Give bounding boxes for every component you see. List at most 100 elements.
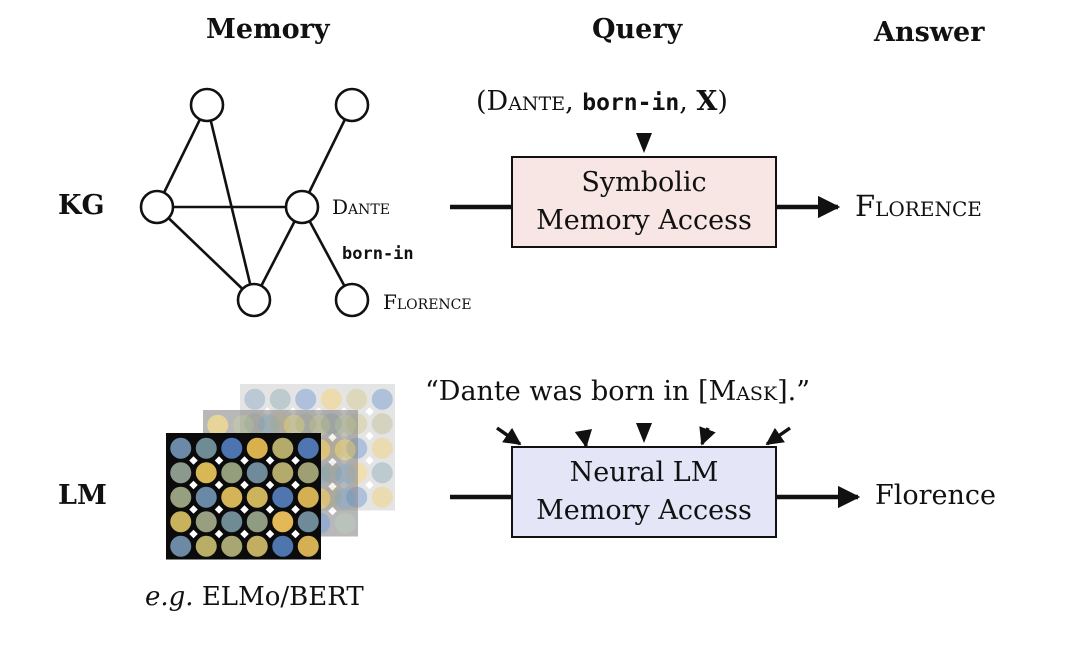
- triple-relation: born-in: [582, 90, 680, 116]
- caption-models: ELMo/BERT: [193, 582, 364, 612]
- kg-label-dante: Dante: [332, 195, 390, 219]
- matrix-cell: [170, 535, 192, 557]
- matrix-cell: [295, 388, 317, 410]
- kg-edge: [155, 104, 209, 208]
- matrix-cell: [272, 535, 294, 557]
- matrix-cell: [371, 388, 393, 410]
- matrix-cell: [272, 486, 294, 508]
- kg-edge: [252, 206, 304, 301]
- matrix-cell: [232, 414, 254, 436]
- triple-object: X: [696, 86, 718, 117]
- matrix-cell: [170, 511, 192, 533]
- row-label-lm: LM: [58, 480, 107, 511]
- matrix-cell: [221, 437, 243, 459]
- matrix-background: [166, 433, 321, 560]
- lm-answer: Florence: [875, 480, 996, 511]
- triple-sep: ,: [679, 86, 697, 117]
- matrix-gap: [365, 456, 374, 465]
- kg-node: [236, 282, 272, 318]
- box-line2: Memory Access: [536, 495, 752, 526]
- matrix-gap: [265, 529, 275, 539]
- matrix-gap: [265, 480, 275, 490]
- kg-query-triple: (Dante, born-in, X): [476, 86, 728, 117]
- lm-query-mask: Mask: [708, 376, 778, 407]
- matrix-cell: [297, 511, 319, 533]
- matrix-gap: [291, 505, 300, 514]
- matrix-cell: [269, 388, 291, 410]
- kg-query-arrowhead: [636, 133, 652, 153]
- matrix-cell: [195, 437, 217, 459]
- kg-node-dante: [284, 189, 320, 225]
- kg-graph: [139, 87, 370, 318]
- matrix-cell: [246, 486, 268, 508]
- matrix-gap: [240, 456, 249, 465]
- matrix-cell: [195, 486, 217, 508]
- matrix-cell: [346, 388, 368, 410]
- kg-node-florence: [334, 282, 370, 318]
- header-query: Query: [592, 14, 683, 45]
- kg-node: [334, 87, 370, 123]
- matrix-cell: [334, 414, 356, 436]
- matrix-gap: [214, 480, 224, 490]
- matrix-cell: [246, 511, 268, 533]
- matrix-gap: [189, 480, 198, 490]
- triple-subject: Dante: [486, 86, 566, 117]
- kg-node: [139, 189, 175, 225]
- matrix-gap: [240, 480, 249, 490]
- matrix-cell: [207, 414, 229, 436]
- matrix-cell: [334, 488, 356, 510]
- matrix-cell: [258, 414, 280, 436]
- symbolic-memory-access-box: Symbolic Memory Access: [511, 156, 777, 248]
- matrix-gap: [328, 433, 337, 442]
- box-line1: Neural LM: [569, 457, 719, 488]
- matrix-cell: [320, 388, 342, 410]
- triple-open: (: [476, 86, 487, 117]
- matrix-cell: [246, 437, 268, 459]
- lm-matrix-stack: [166, 384, 395, 560]
- matrix-cell: [272, 462, 294, 484]
- matrix-cell: [195, 462, 217, 484]
- matrix-cell: [246, 535, 268, 557]
- matrix-gap: [365, 480, 374, 490]
- matrix-cell: [334, 463, 356, 485]
- matrix-gap: [365, 407, 374, 416]
- matrix-gap: [328, 482, 337, 491]
- kg-edge-born-in: [300, 206, 354, 301]
- matrix-cell: [371, 462, 393, 484]
- matrix-gap: [189, 505, 198, 514]
- lm-query-arrows: [496, 423, 791, 448]
- matrix-cell: [170, 462, 192, 484]
- matrix-cell: [297, 535, 319, 557]
- matrix-cell: [334, 439, 356, 461]
- matrix-cell: [283, 414, 305, 436]
- matrix-cell: [309, 414, 331, 436]
- matrix-cell: [221, 486, 243, 508]
- matrix-cell: [244, 388, 266, 410]
- matrix-gap: [291, 480, 300, 490]
- kg-label-florence: Florence: [383, 290, 472, 314]
- matrix-gap: [214, 456, 224, 465]
- lm-query-sentence: “Dante was born in [Mask].”: [425, 376, 810, 407]
- matrix-cell: [297, 462, 319, 484]
- lm-query-suffix: ].”: [777, 376, 811, 407]
- caption-eg: e.g.: [145, 582, 194, 612]
- triple-sep: ,: [565, 86, 583, 117]
- lm-arrow: [574, 429, 593, 448]
- matrix-gap: [265, 505, 275, 514]
- lm-arrowhead: [636, 423, 652, 443]
- header-answer: Answer: [874, 17, 985, 48]
- matrix-cell: [195, 535, 217, 557]
- matrix-cell: [221, 535, 243, 557]
- matrix-gap: [291, 529, 300, 539]
- matrix-gap: [328, 457, 337, 467]
- matrix-cell: [334, 512, 356, 534]
- matrix-cell: [170, 486, 192, 508]
- matrix-cell: [221, 462, 243, 484]
- neural-lm-memory-access-box: Neural LM Memory Access: [511, 446, 777, 538]
- lm-arrow: [765, 426, 791, 446]
- matrix-cell: [297, 437, 319, 459]
- matrix-cell: [371, 413, 393, 435]
- matrix-cell: [371, 486, 393, 508]
